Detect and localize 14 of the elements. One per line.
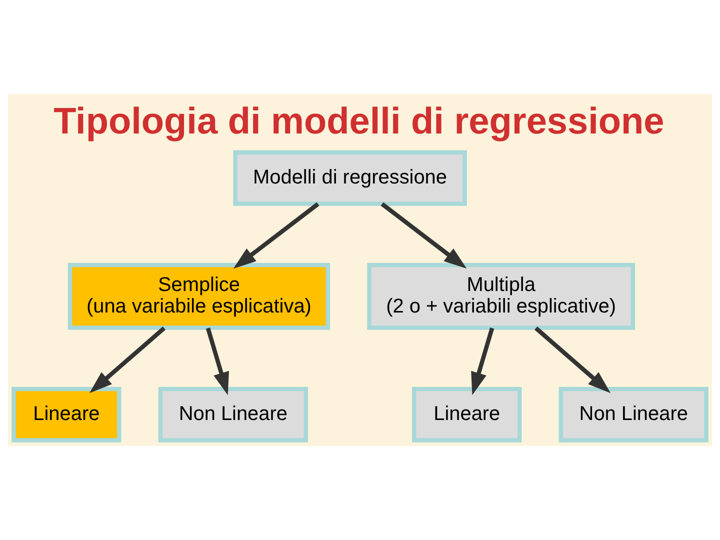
arrow (89, 326, 166, 394)
node-box: Non Lineare (158, 386, 308, 442)
node-box: Modelli di regressione (233, 150, 467, 206)
node-box: Non Lineare (558, 386, 708, 442)
arrow (380, 202, 467, 269)
arrow (233, 202, 320, 269)
arrow (206, 328, 229, 396)
node-box: Multipla (2 o + variabili esplicative) (367, 262, 636, 330)
node-box: Lineare (12, 386, 122, 442)
node-box: Semplice (una variabile esplicativa) (68, 262, 330, 330)
node-box: Lineare (412, 386, 522, 442)
arrow (534, 326, 611, 394)
arrow (471, 328, 494, 396)
diagram-title: Tipologia di modelli di regressione (54, 100, 664, 142)
